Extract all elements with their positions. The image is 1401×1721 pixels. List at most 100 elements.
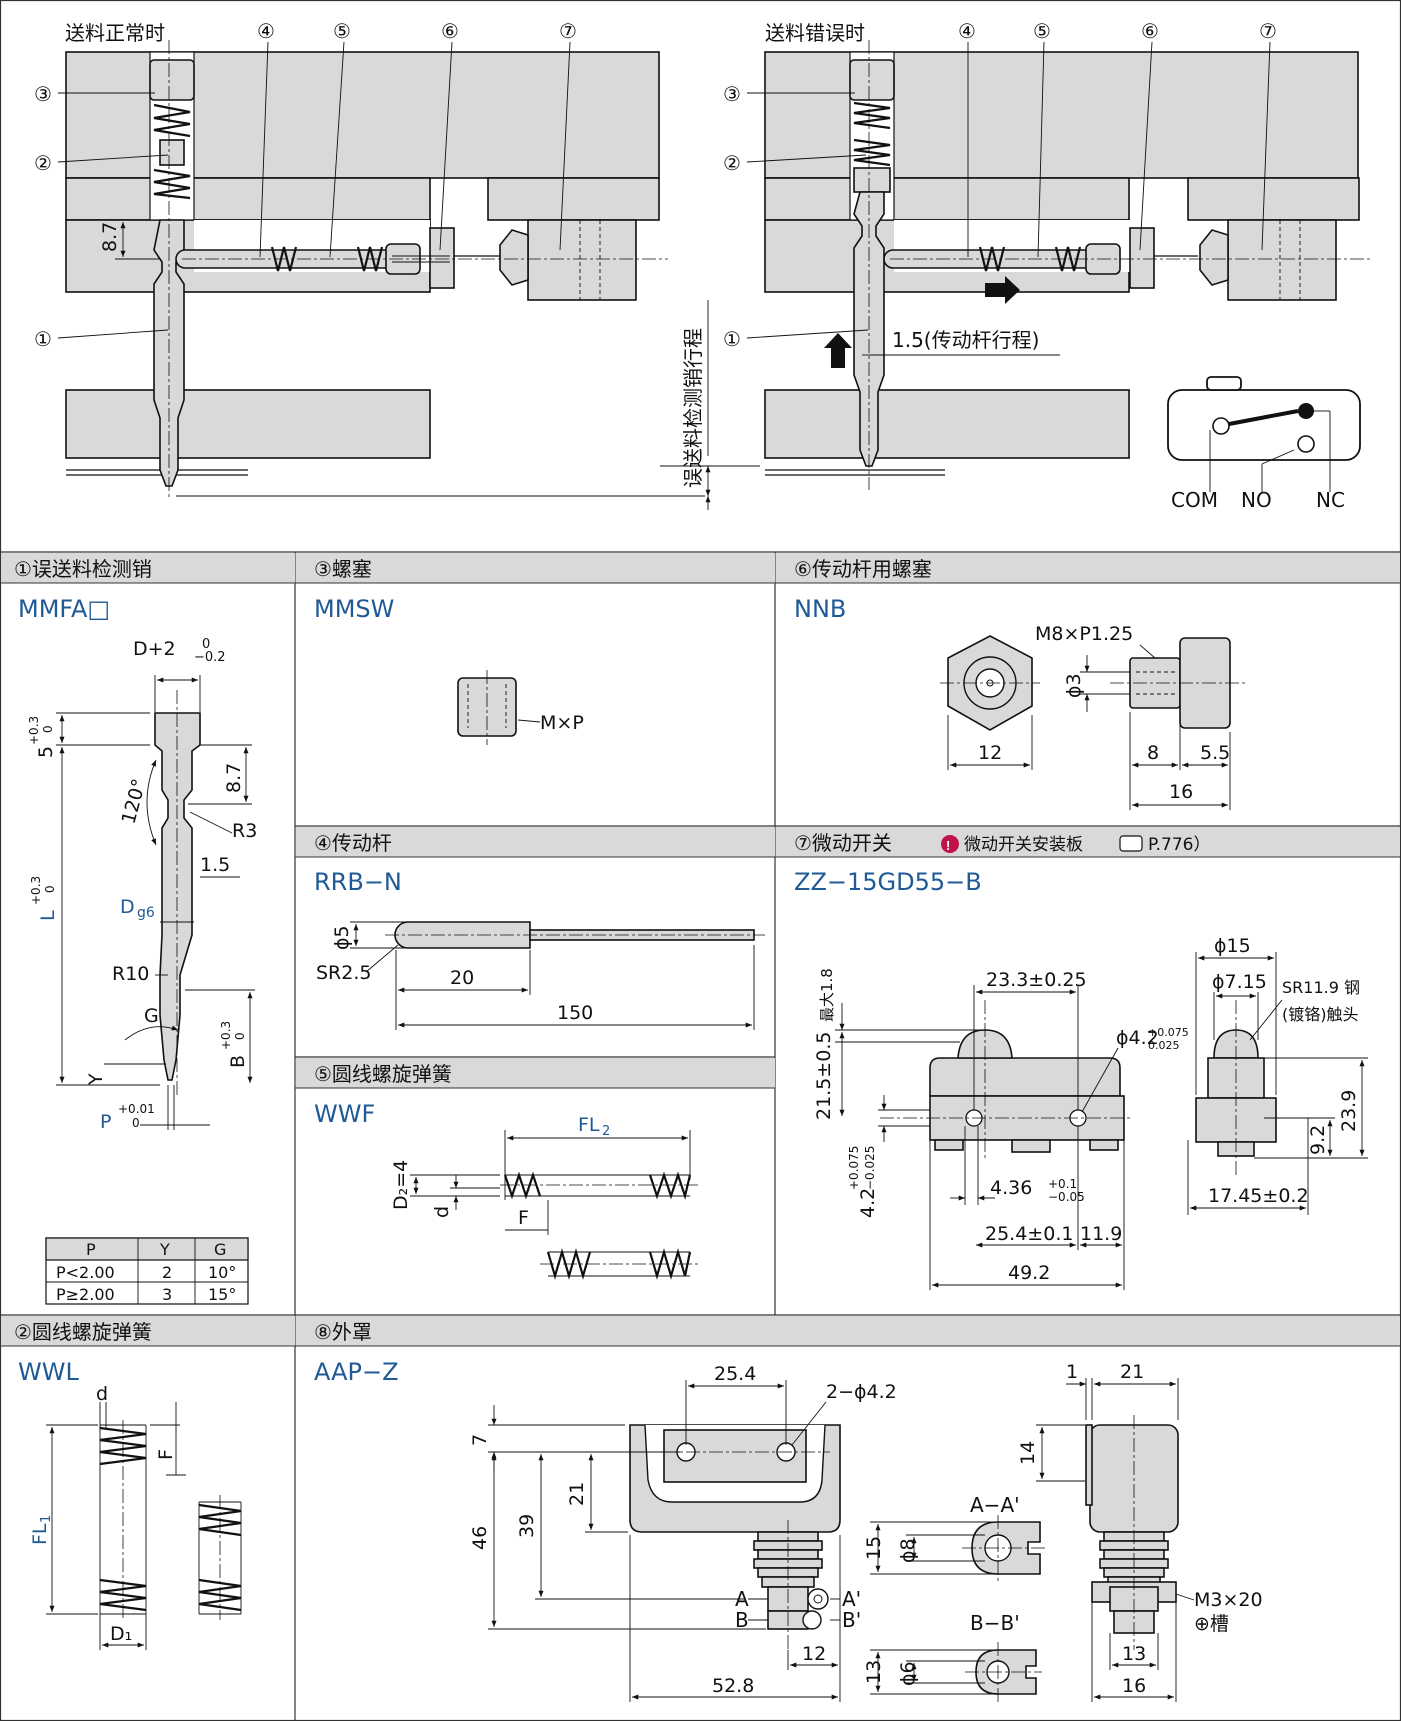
s7-dim-phi42-tol-b: 0.025: [1148, 1039, 1180, 1052]
s8-dim-14: 14: [1017, 1441, 1039, 1465]
s1-table-cell: 15°: [208, 1285, 236, 1304]
s1-dim-r3: R3: [232, 820, 257, 842]
s1-table: P Y G P<2.00 2 10° P≥2.00 3 15°: [45, 1237, 249, 1305]
s1-table-cell: P≥2.00: [56, 1285, 115, 1304]
s7-dim-phi15: ϕ15: [1214, 935, 1251, 957]
switch-nc-label: NC: [1316, 488, 1345, 512]
switch-no-label: NO: [1241, 488, 1272, 512]
s7-dim-215: 21.5±0.5: [813, 1032, 835, 1120]
s1-table-cell: 2: [162, 1263, 172, 1282]
switch-com-label: COM: [1171, 488, 1218, 512]
section-micro-switch: ⑦微动开关 （ ! 微动开关安装板 P.776） ZZ−15GD55−B 最大1…: [794, 831, 1368, 1290]
normal-callout-1: ①: [34, 327, 52, 351]
s7-dim-436: 4.36: [990, 1177, 1032, 1199]
s1-table-header-y: Y: [159, 1240, 170, 1259]
s6-dim-thread: M8×P1.25: [1035, 623, 1133, 645]
s7-dim-42: 4.2: [857, 1188, 879, 1218]
misfeed-callout-6: ⑥: [1141, 19, 1159, 43]
s1-dim-dg: D: [120, 896, 135, 918]
s1-dim-P-tol-a: +0.01: [118, 1102, 155, 1116]
s8-dim-7: 7: [469, 1434, 491, 1446]
section-spring-wwl: ②圆线螺旋弹簧 WWL d F FL 1 D₁: [14, 1320, 242, 1650]
s1-dim-dplus: D+2: [133, 638, 176, 660]
section-detection-pin: ①误送料检测销 MMFA□ D+2 0 −0.2 5 +0.3 0 8.7 12…: [14, 557, 257, 1305]
s7-note-page: P.776）: [1148, 835, 1210, 855]
s2-header: ②圆线螺旋弹簧: [14, 1320, 152, 1344]
s1-code: MMFA□: [18, 595, 110, 623]
s4-dim-150: 150: [557, 1002, 593, 1024]
s7-note-link: 微动开关安装板: [964, 835, 1083, 855]
s6-dim-8: 8: [1147, 742, 1159, 764]
s2-code: WWL: [18, 1358, 79, 1386]
misfeed-diagram: 1.5(传动杆行程) 送料错误时 ③ ② ① ④ ⑤ ⑥ ⑦ COM: [723, 19, 1370, 512]
s1-dim-5-tol-a: +0.3: [27, 716, 41, 745]
s8-dim-slot: ⊕槽: [1194, 1613, 1229, 1635]
s7-dim-42-tol-b: −0.025: [863, 1146, 877, 1190]
s1-dim-L-tol-b: 0: [43, 885, 57, 893]
switch-schematic: COM NO NC: [1167, 376, 1361, 512]
s7-dim-42-tol-a: +0.075: [847, 1146, 861, 1190]
misfeed-callout-5: ⑤: [1033, 19, 1051, 43]
s1-header: ①误送料检测销: [14, 557, 152, 581]
s7-dim-sr119: SR11.9 钢: [1282, 978, 1360, 997]
misfeed-callout-2: ②: [723, 151, 741, 175]
s8-dim-phi8: ϕ8: [897, 1538, 919, 1563]
s4-code: RRB−N: [314, 868, 402, 896]
normal-callout-7: ⑦: [559, 19, 577, 43]
s8-dim-39: 39: [516, 1514, 538, 1538]
s3-code: MMSW: [314, 595, 394, 623]
s7-dim-phi42-tol-a: +0.075: [1148, 1026, 1189, 1039]
normal-callout-2: ②: [34, 151, 52, 175]
s8-dim-21: 21: [566, 1482, 588, 1506]
s7-dim-254: 25.4±0.1: [985, 1223, 1073, 1245]
section-drive-rod: ④传动杆 RRB−N ϕ5 SR2.5 20 150: [314, 831, 765, 1030]
s7-dim-239: 23.9: [1338, 1090, 1360, 1132]
s7-dim-chrome: (镀铬)触头: [1282, 1005, 1359, 1024]
s8-dim-13b: 13: [1122, 1643, 1146, 1665]
s6-code: NNB: [794, 595, 846, 623]
misfeed-callout-1: ①: [723, 327, 741, 351]
s7-dim-phi715: ϕ7.15: [1212, 971, 1267, 993]
s5-dim-d2: D₂=4: [390, 1160, 412, 1210]
s2-dim-d: d: [96, 1383, 108, 1405]
s8-dim-b: B: [735, 1608, 749, 1632]
s8-code: AAP−Z: [314, 1358, 399, 1386]
s1-dim-dg-sub: g6: [137, 905, 155, 921]
s7-dim-436-tol-b: −0.05: [1048, 1190, 1085, 1204]
detection-stroke-label: 误送料检测销行程: [681, 328, 705, 488]
s2-dim-fl: FL: [29, 1523, 51, 1545]
detection-stroke-note: 误送料检测销行程: [681, 300, 711, 510]
s1-dim-L: L: [37, 910, 59, 921]
s1-table-header-g: G: [214, 1240, 226, 1259]
s7-dim-233: 23.3±0.25: [986, 969, 1087, 991]
s1-dim-r10: R10: [112, 963, 149, 985]
s8-dim-21b: 21: [1120, 1361, 1144, 1383]
s1-dim-87: 8.7: [223, 763, 245, 793]
section-screw-plug: ③螺塞 MMSW M×P: [314, 557, 584, 745]
s8-sec-a: A−A': [970, 1493, 1020, 1517]
s4-header: ④传动杆: [314, 831, 392, 855]
s2-dim-f: F: [155, 1449, 177, 1460]
s7-dim-436-tol-a: +0.1: [1048, 1177, 1077, 1191]
s2-dim-fl-sub: 1: [39, 1515, 54, 1523]
normal-callout-5: ⑤: [333, 19, 351, 43]
s2-dim-d1: D₁: [110, 1623, 132, 1645]
s1-dim-P: P: [100, 1111, 111, 1133]
s4-dim-phi5: ϕ5: [331, 925, 353, 950]
s6-header: ⑥传动杆用螺塞: [794, 557, 932, 581]
s1-dim-P-tol-b: 0: [132, 1116, 140, 1130]
svg-text:!: !: [946, 838, 950, 853]
s1-dim-B-tol-b: 0: [233, 1032, 247, 1040]
s1-table-cell: P<2.00: [56, 1263, 115, 1282]
s8-sec-b: B−B': [970, 1611, 1020, 1635]
s7-dim-max18: 最大1.8: [818, 968, 836, 1022]
s8-dim-12: 12: [802, 1643, 826, 1665]
s5-dim-fl-sub: 2: [602, 1124, 610, 1139]
s1-dim-L-tol-a: +0.3: [29, 876, 43, 905]
s1-dim-B-tol-a: +0.3: [219, 1021, 233, 1050]
s1-dim-5-tol-b: 0: [41, 725, 55, 733]
s6-dim-12: 12: [978, 742, 1002, 764]
misfeed-stroke-label: 1.5(传动杆行程): [892, 328, 1039, 352]
s1-dim-y: Y: [85, 1073, 107, 1086]
